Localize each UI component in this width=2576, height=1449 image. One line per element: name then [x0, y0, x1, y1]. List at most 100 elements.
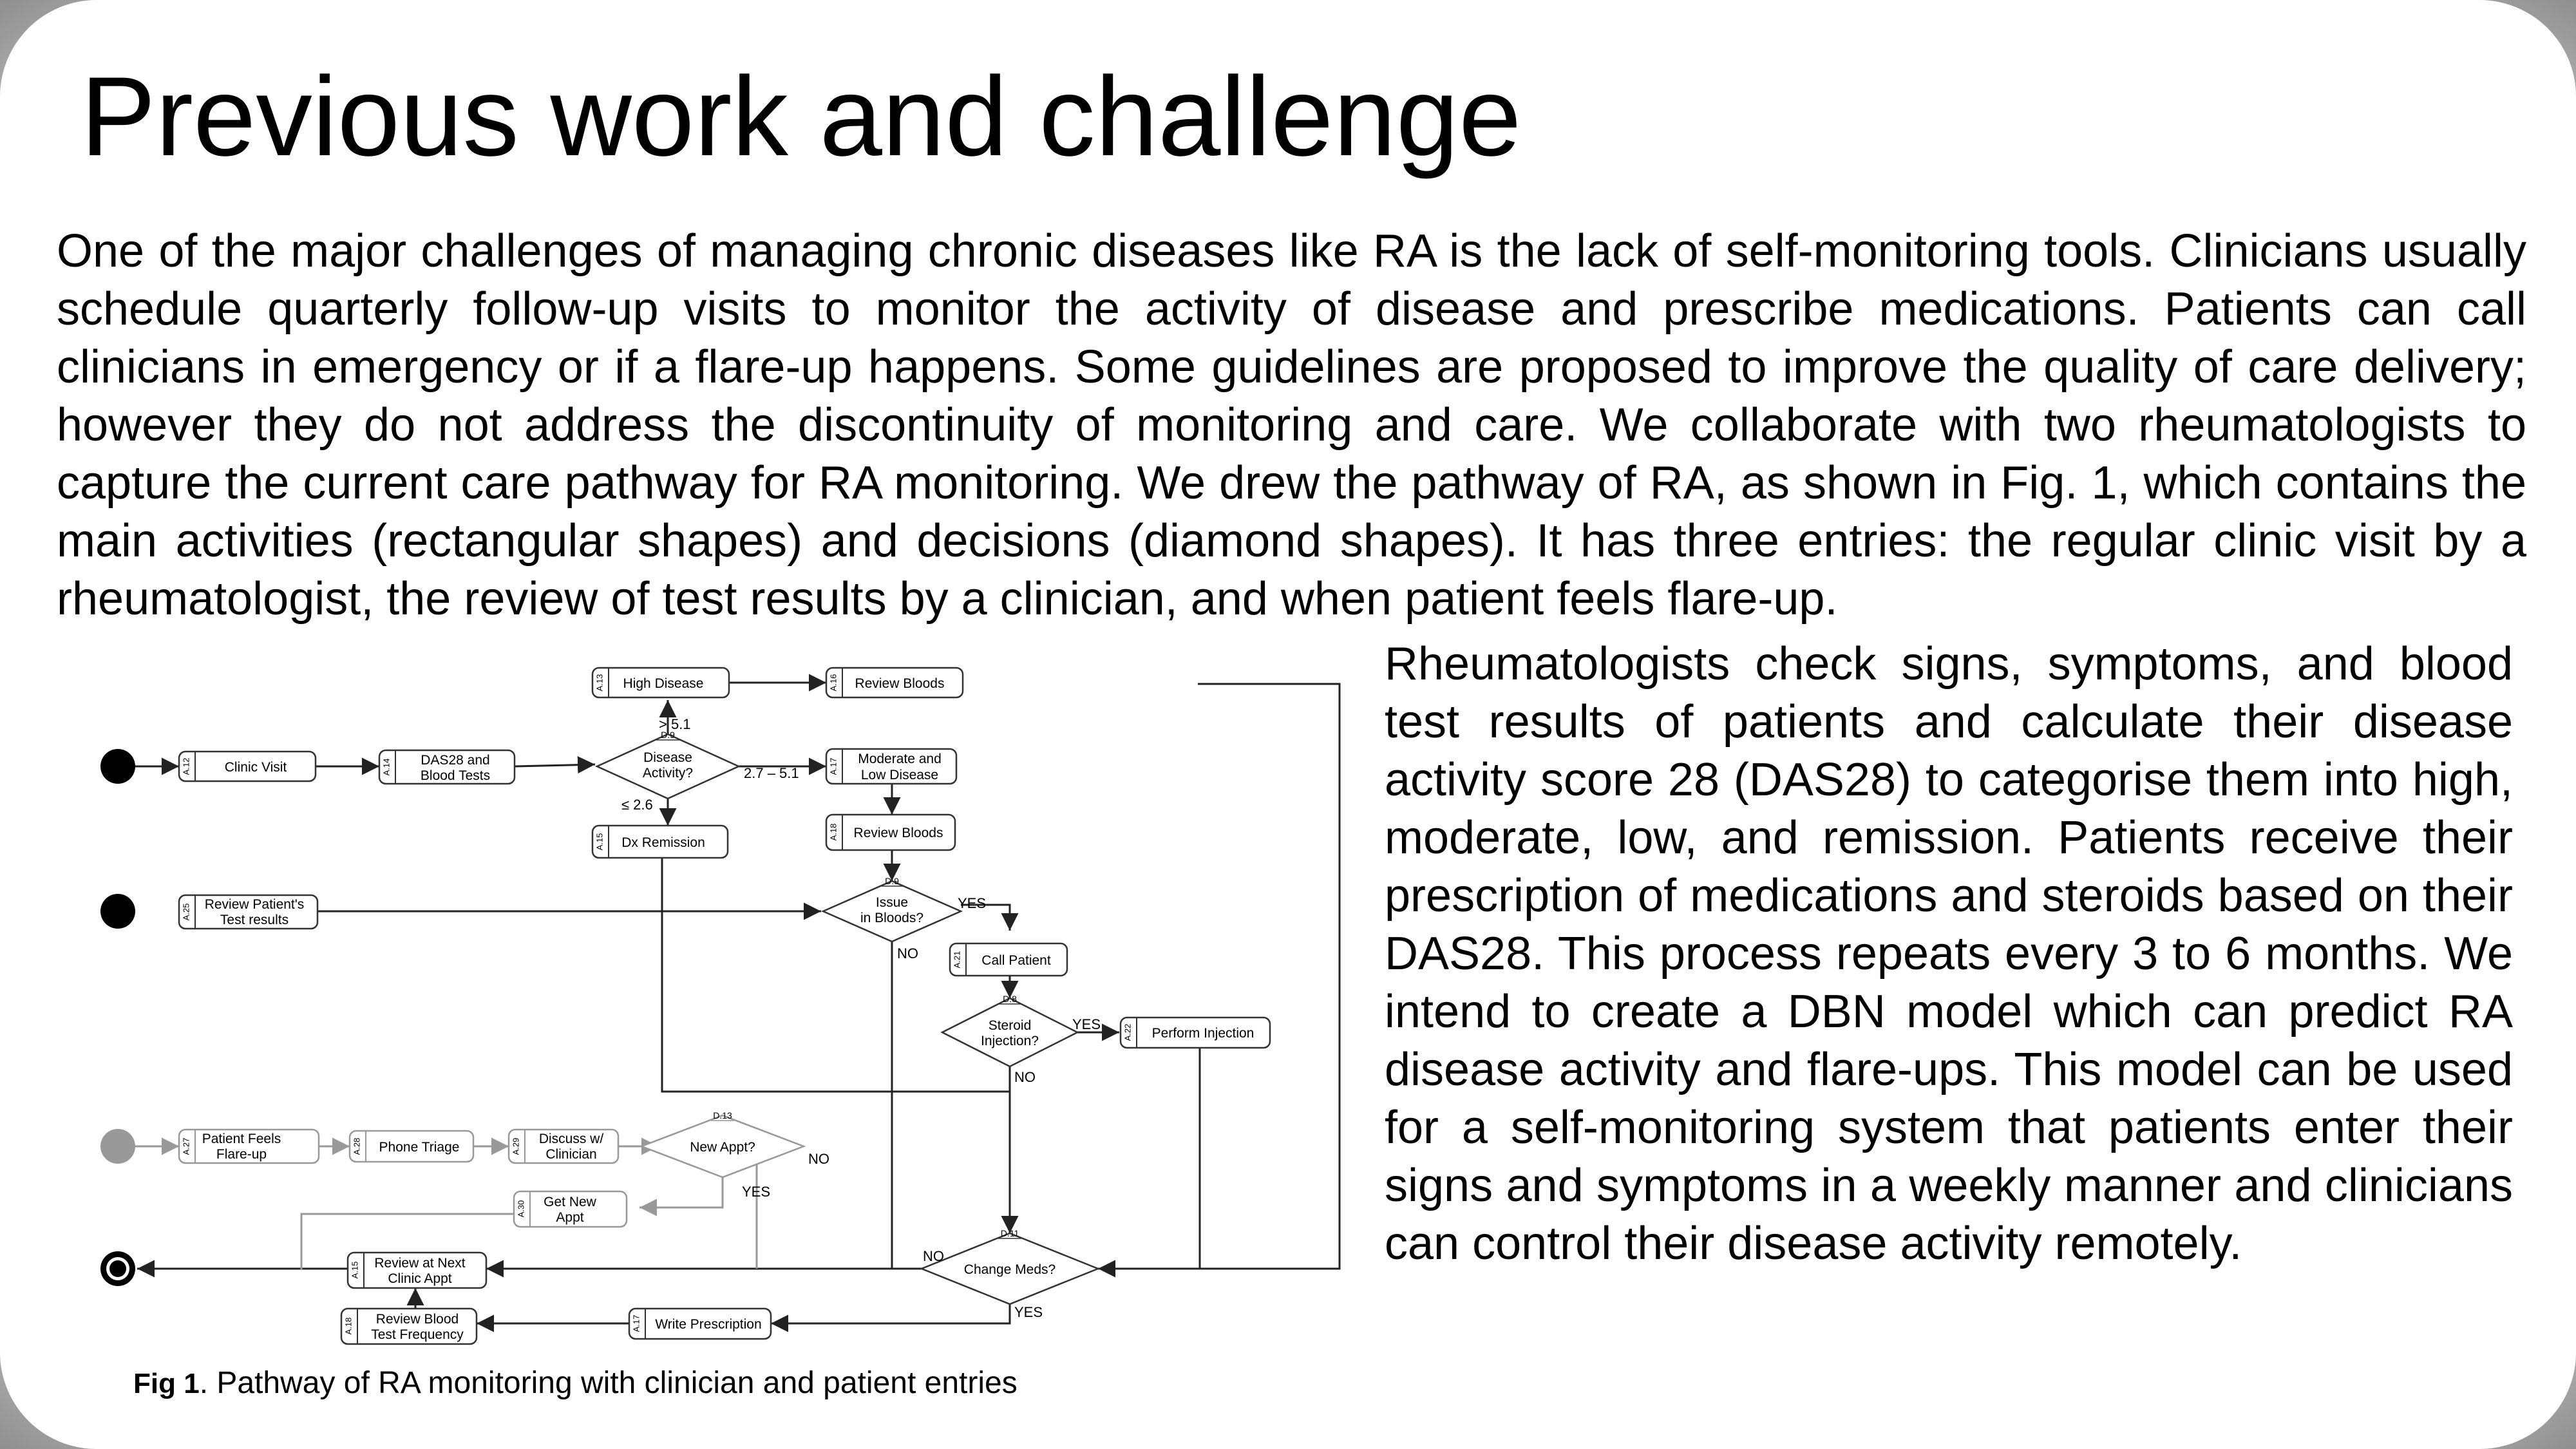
entry-dot-review	[100, 894, 135, 929]
edge-label-no-bloods: NO	[897, 945, 918, 961]
svg-text:Patient Feels: Patient Feels	[202, 1132, 281, 1146]
svg-text:Phone Triage: Phone Triage	[379, 1140, 460, 1155]
svg-text:Steroid: Steroid	[989, 1018, 1032, 1033]
svg-text:D.9: D.9	[661, 730, 675, 740]
edge-label-no-meds: NO	[923, 1248, 944, 1264]
decision-new-appt: D.13 New Appt?	[639, 1110, 806, 1179]
svg-text:A.30: A.30	[516, 1200, 526, 1218]
svg-text:Issue: Issue	[876, 895, 908, 910]
entry-dot-clinic	[100, 749, 135, 784]
figure-caption: Fig 1. Pathway of RA monitoring with cli…	[133, 1364, 1018, 1403]
svg-text:in Bloods?: in Bloods?	[860, 911, 923, 925]
svg-text:Review Patient's: Review Patient's	[205, 897, 305, 912]
edge-label-no-steroid: NO	[1014, 1069, 1036, 1085]
node-moderate-low: A.17 Moderate and Low Disease	[825, 748, 958, 785]
svg-text:A.17: A.17	[828, 758, 838, 775]
decision-issue-in-bloods: D.9 Issue in Bloods?	[820, 876, 963, 943]
node-discuss-clinician: A.29 Discuss w/ Clinician	[507, 1128, 620, 1164]
decision-change-meds: D.11 Change Meds?	[919, 1228, 1101, 1305]
svg-text:High Disease: High Disease	[623, 676, 704, 691]
svg-text:A.15: A.15	[350, 1262, 359, 1279]
svg-text:Activity?: Activity?	[643, 766, 693, 781]
edge-label-yes-steroid: YES	[1072, 1016, 1101, 1032]
svg-text:A.29: A.29	[511, 1138, 520, 1155]
svg-text:Blood Tests: Blood Tests	[421, 768, 490, 783]
svg-text:Review Bloods: Review Bloods	[855, 676, 945, 691]
svg-text:A.14: A.14	[381, 759, 391, 776]
decision-steroid-injection: D.8 Steroid Injection?	[940, 994, 1079, 1068]
svg-text:D.13: D.13	[713, 1110, 732, 1121]
svg-text:A.13: A.13	[594, 674, 604, 692]
svg-text:New Appt?: New Appt?	[690, 1140, 755, 1155]
svg-text:Review Bloods: Review Bloods	[854, 826, 943, 840]
body-paragraph: Rheumatologists check signs, symptoms, a…	[1385, 638, 2513, 1269]
node-phone-triage: A.28 Phone Triage	[348, 1130, 475, 1163]
svg-text:Test results: Test results	[220, 913, 289, 927]
svg-text:A.12: A.12	[181, 758, 191, 775]
svg-text:A.16: A.16	[828, 674, 838, 692]
node-das28: A.14 DAS28 and Blood Tests	[378, 749, 516, 785]
svg-text:Clinic Visit: Clinic Visit	[225, 760, 287, 775]
svg-text:D.8: D.8	[1003, 994, 1017, 1004]
node-get-new-appt: A.30 Get New Appt	[513, 1190, 628, 1228]
node-review-bloods-top: A.16 Review Bloods	[825, 667, 964, 699]
node-review-next-appt: A.15 Review at Next Clinic Appt	[346, 1251, 488, 1289]
svg-text:Write Prescription: Write Prescription	[655, 1317, 761, 1332]
node-review-patient: A.25 Review Patient's Test results	[178, 894, 319, 930]
svg-text:Clinic Appt: Clinic Appt	[388, 1271, 451, 1286]
svg-text:Discuss w/: Discuss w/	[539, 1132, 604, 1146]
svg-text:A.28: A.28	[352, 1138, 361, 1155]
decision-disease-activity: D.9 Disease Activity?	[594, 730, 741, 800]
svg-text:Dx Remission: Dx Remission	[621, 835, 705, 850]
svg-text:Injection?: Injection?	[981, 1034, 1039, 1048]
pathway-diagram: A.12 Clinic Visit A.14 DAS28 and Blood T…	[87, 650, 1343, 1352]
svg-text:Flare-up: Flare-up	[216, 1147, 267, 1162]
svg-text:A.21: A.21	[952, 951, 961, 969]
entry-dot-flare	[100, 1129, 135, 1164]
svg-text:Perform Injection: Perform Injection	[1152, 1026, 1255, 1041]
decision-diamonds: D.9 Disease Activity? D.9 Issue in Blood…	[594, 730, 1101, 1305]
node-patient-feels-flareup: A.27 Patient Feels Flare-up	[178, 1128, 320, 1164]
edge-label-no-appt: NO	[808, 1151, 829, 1167]
svg-text:A.27: A.27	[181, 1138, 191, 1155]
svg-text:DAS28 and: DAS28 and	[421, 753, 489, 768]
figure-caption-text: . Pathway of RA monitoring with clinicia…	[199, 1366, 1018, 1400]
node-review-bloods-mid: A.18 Review Bloods	[825, 813, 956, 851]
edge-labels: > 5.1 2.7 – 5.1 ≤ 2.6 YES NO YES NO NO Y…	[621, 716, 1101, 1320]
svg-text:A.18: A.18	[343, 1318, 353, 1335]
figure-caption-label: Fig 1	[133, 1368, 200, 1399]
edge-label-gt51: > 5.1	[659, 716, 691, 732]
svg-text:A.15: A.15	[594, 833, 604, 851]
edge-label-range: 2.7 – 5.1	[744, 765, 799, 781]
node-write-prescription: A.17 Write Prescription	[628, 1307, 772, 1340]
node-high-disease: A.13 High Disease	[591, 667, 730, 699]
svg-text:Change Meds?: Change Meds?	[964, 1262, 1056, 1277]
edge-label-le26: ≤ 2.6	[621, 797, 653, 813]
activity-boxes: A.12 Clinic Visit A.14 DAS28 and Blood T…	[178, 667, 1271, 1345]
node-perform-injection: A.22 Perform Injection	[1119, 1016, 1271, 1049]
node-clinic-visit: A.12 Clinic Visit	[178, 750, 317, 782]
svg-text:Moderate and: Moderate and	[858, 752, 942, 766]
svg-text:Review at Next: Review at Next	[374, 1256, 465, 1271]
diagram-edges-flare	[118, 1137, 758, 1270]
svg-text:Appt: Appt	[556, 1210, 583, 1225]
svg-text:A.22: A.22	[1122, 1024, 1132, 1041]
svg-text:D.9: D.9	[885, 876, 899, 886]
svg-text:A.18: A.18	[828, 824, 838, 841]
svg-text:A.25: A.25	[181, 904, 191, 921]
svg-text:Low Disease: Low Disease	[861, 768, 938, 782]
edge-label-yes-appt: YES	[742, 1184, 770, 1200]
svg-text:Get New: Get New	[544, 1195, 597, 1209]
intro-paragraph: One of the major challenges of managing …	[57, 225, 2526, 625]
svg-text:Call Patient: Call Patient	[981, 953, 1051, 968]
edge-label-yes-meds: YES	[1014, 1304, 1043, 1320]
svg-text:Test Frequency: Test Frequency	[371, 1327, 464, 1342]
svg-text:D.11: D.11	[1001, 1228, 1019, 1238]
svg-text:A.17: A.17	[631, 1315, 641, 1332]
svg-text:Clinician: Clinician	[545, 1147, 596, 1162]
exit-dot-core	[109, 1260, 126, 1277]
slide-title: Previous work and challenge	[80, 54, 1522, 180]
node-call-patient: A.21 Call Patient	[949, 942, 1068, 977]
svg-text:Review Blood: Review Blood	[376, 1312, 459, 1327]
